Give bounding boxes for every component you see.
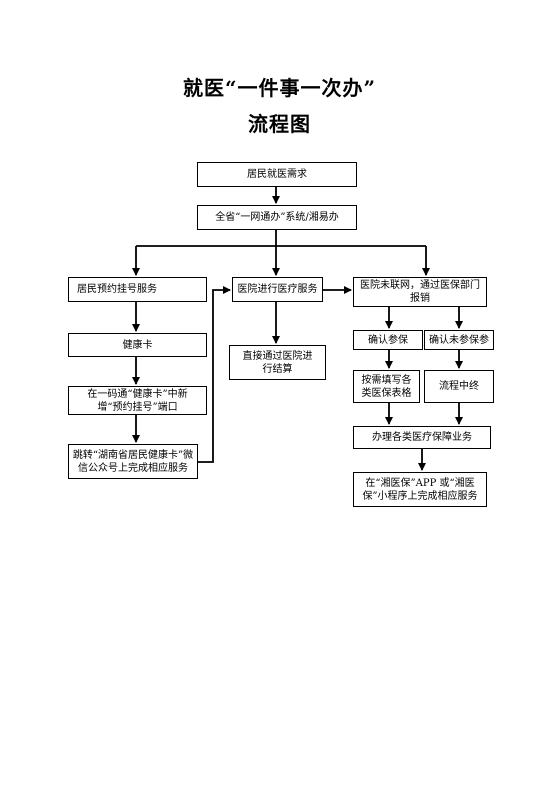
node-terminate: 流程中终 (424, 370, 494, 403)
node-fill-forms: 按需填写各类医保表格 (353, 370, 420, 403)
node-wechat: 跳转“湖南省居民健康卡”微信公众号上完成相应服务 (68, 444, 198, 479)
node-booking: 居民预约挂号服务 (68, 277, 207, 302)
node-add-portal: 在一码通“健康卡”中新增“预约挂号”端口 (68, 386, 207, 415)
node-not-connected: 医院未联网，通过医保部门报销 (353, 277, 487, 307)
page-subtitle: 流程图 (248, 112, 311, 136)
node-hospital-treat: 医院进行医疗服务 (232, 277, 323, 302)
page-title: 就医“一件事一次办” (182, 76, 376, 100)
node-app: 在“湘医保”APP 或“湘医保”小程序上完成相应服务 (353, 472, 487, 507)
node-health-card: 健康卡 (68, 333, 207, 357)
arrow-wechat-hospital (198, 286, 231, 463)
node-not-insured: 确认未参保参 (424, 330, 494, 350)
node-platform: 全省“一网通办”系统/湘易办 (197, 205, 357, 230)
node-handle: 办理各类医疗保障业务 (353, 426, 491, 449)
node-insured: 确认参保 (353, 330, 423, 350)
node-demand: 居民就医需求 (197, 162, 357, 187)
node-direct-settle: 直接通过医院进行结算 (229, 345, 326, 380)
